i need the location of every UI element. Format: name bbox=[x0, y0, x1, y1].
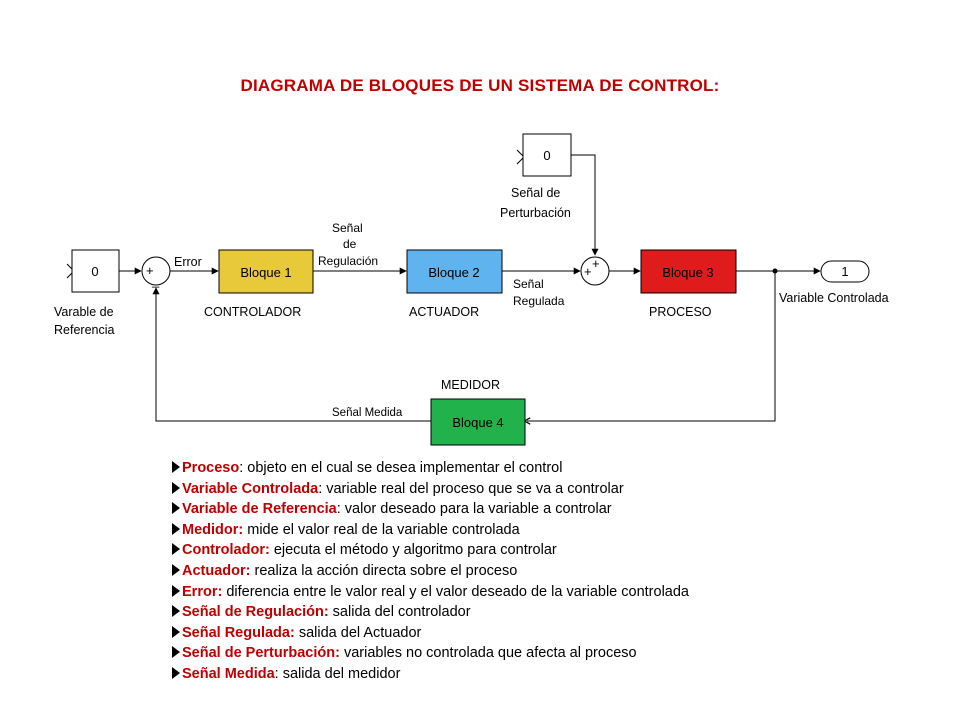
glossary-desc: variables no controlada que afecta al pr… bbox=[339, 645, 637, 662]
wire-disturbance-to-sum2 bbox=[571, 154, 599, 256]
glossary-item: Señal de Perturbación: variables no cont… bbox=[172, 643, 689, 664]
regulation-label-line3: Regulación bbox=[318, 254, 378, 268]
block1-controller[interactable]: Bloque 1 bbox=[218, 249, 314, 294]
bullet-arrow-icon bbox=[172, 522, 180, 535]
block2-actuator[interactable]: Bloque 2 bbox=[406, 249, 503, 294]
sum1[interactable]: + _ bbox=[141, 256, 171, 288]
glossary-term: Señal de Perturbación: bbox=[182, 645, 340, 662]
error-label: Error bbox=[174, 255, 202, 269]
glossary-term: Señal Medida bbox=[182, 665, 275, 682]
bullet-arrow-icon bbox=[172, 584, 180, 597]
glossary-term: Medidor: bbox=[182, 521, 244, 538]
block4-label: Bloque 4 bbox=[452, 415, 503, 430]
disturbance-label-line2: Perturbación bbox=[500, 206, 571, 220]
reference-label-line2: Referencia bbox=[54, 323, 114, 337]
reference-label-line1: Varable de bbox=[54, 305, 114, 319]
sum1-minus: _ bbox=[151, 273, 160, 288]
glossary-list: Proceso: objeto en el cual se desea impl… bbox=[172, 458, 689, 685]
glossary-desc: : variable real del proceso que se va a … bbox=[318, 480, 624, 497]
glossary-desc: mide el valor real de la variable contro… bbox=[243, 521, 520, 538]
bullet-arrow-icon bbox=[172, 461, 180, 473]
regulation-label-line1: Señal bbox=[332, 221, 363, 235]
bullet-arrow-icon bbox=[172, 543, 180, 556]
glossary-item: Señal Medida: salida del medidor bbox=[172, 664, 689, 685]
block3-label: Bloque 3 bbox=[662, 265, 713, 280]
output-port-value: 1 bbox=[841, 264, 848, 279]
measured-label: Señal Medida bbox=[332, 407, 403, 419]
glossary-term: Señal de Regulación: bbox=[182, 604, 329, 621]
bullet-arrow-icon bbox=[172, 605, 180, 618]
block3-caption: PROCESO bbox=[649, 305, 712, 319]
page-title: DIAGRAMA DE BLOQUES DE UN SISTEMA DE CON… bbox=[240, 76, 720, 95]
regulation-label-line2: de bbox=[343, 237, 357, 251]
block1-box bbox=[218, 249, 314, 294]
glossary-term: Controlador: bbox=[182, 542, 270, 559]
block3-box bbox=[640, 249, 737, 294]
glossary-item: Variable Controlada: variable real del p… bbox=[172, 479, 689, 500]
bullet-arrow-icon bbox=[172, 502, 180, 515]
sum2[interactable]: + + bbox=[580, 256, 610, 286]
glossary-item: Señal Regulada: salida del Actuador bbox=[172, 623, 689, 644]
glossary-desc: : salida del medidor bbox=[274, 665, 401, 682]
glossary-desc: ejecuta el método y algoritmo para contr… bbox=[269, 542, 557, 559]
block1-label: Bloque 1 bbox=[240, 265, 291, 280]
glossary-item: Error: diferencia entre le valor real y … bbox=[172, 582, 689, 603]
glossary-item: Controlador: ejecuta el método y algorit… bbox=[172, 540, 689, 561]
glossary-desc: : objeto en el cual se desea implementar… bbox=[239, 460, 563, 476]
wire-branch-to-block4 bbox=[523, 271, 776, 425]
bullet-arrow-icon bbox=[172, 625, 180, 638]
glossary-item: Proceso: objeto en el cual se desea impl… bbox=[172, 458, 689, 479]
glossary-item: Actuador: realiza la acción directa sobr… bbox=[172, 561, 689, 582]
disturbance-block[interactable]: 0 bbox=[516, 133, 572, 177]
regulated-label-line1: Señal bbox=[513, 277, 544, 291]
glossary-term: Proceso bbox=[182, 460, 240, 476]
glossary-term: Actuador: bbox=[182, 562, 251, 579]
glossary-item: Señal de Regulación: salida del controla… bbox=[172, 602, 689, 623]
glossary-desc: salida del Actuador bbox=[294, 624, 422, 641]
glossary-desc: diferencia entre le valor real y el valo… bbox=[222, 583, 689, 600]
sum2-plus-top: + bbox=[592, 256, 600, 271]
glossary-term: Variable Controlada bbox=[182, 480, 319, 497]
glossary-desc: salida del controlador bbox=[328, 604, 471, 621]
disturbance-label-line1: Señal de bbox=[511, 186, 560, 200]
output-label: Variable Controlada bbox=[779, 291, 889, 305]
block4-meter[interactable]: Bloque 4 bbox=[430, 398, 526, 446]
block4-caption: MEDIDOR bbox=[441, 378, 500, 392]
bullet-arrow-icon bbox=[172, 563, 180, 576]
sum2-plus-left: + bbox=[584, 264, 592, 279]
block4-box bbox=[430, 398, 526, 446]
sum1-plus: + bbox=[146, 263, 154, 278]
disturbance-block-value: 0 bbox=[543, 148, 550, 163]
glossary-item: Medidor: mide el valor real de la variab… bbox=[172, 520, 689, 541]
wire-block4-to-sum1 bbox=[152, 287, 431, 422]
reference-block-value: 0 bbox=[91, 264, 98, 279]
glossary-desc: : valor deseado para la variable a contr… bbox=[336, 501, 612, 518]
bullet-arrow-icon bbox=[172, 666, 180, 679]
glossary-item: Variable de Referencia: valor deseado pa… bbox=[172, 499, 689, 520]
output-port[interactable]: 1 bbox=[820, 260, 870, 283]
block3-process[interactable]: Bloque 3 bbox=[640, 249, 737, 294]
reference-block[interactable]: 0 bbox=[66, 249, 120, 293]
bullet-arrow-icon bbox=[172, 481, 180, 494]
glossary-desc: realiza la acción directa sobre el proce… bbox=[250, 562, 518, 579]
bullet-arrow-icon bbox=[172, 646, 180, 659]
regulated-label-line2: Regulada bbox=[513, 294, 565, 308]
block1-caption: CONTROLADOR bbox=[204, 305, 301, 319]
glossary-term: Error: bbox=[182, 583, 223, 600]
block2-caption: ACTUADOR bbox=[409, 305, 479, 319]
glossary-term: Señal Regulada: bbox=[182, 624, 295, 641]
glossary-term: Variable de Referencia bbox=[182, 501, 337, 518]
block2-label: Bloque 2 bbox=[428, 265, 479, 280]
block-diagram: 0 Varable de Referencia + _ Error Bloque… bbox=[54, 133, 889, 446]
